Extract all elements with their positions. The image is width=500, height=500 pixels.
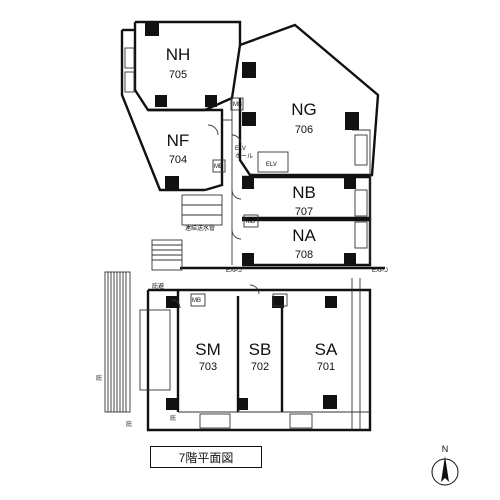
elv-label: ELV <box>266 162 277 168</box>
north-arrow-icon: N <box>431 444 459 486</box>
unit-number-nh: 705 <box>169 69 187 81</box>
windows <box>124 47 368 429</box>
unit-name-nb: NB <box>292 183 316 202</box>
expj-label-1: EXP.J <box>226 268 242 274</box>
unit-number-nf: 704 <box>169 154 187 166</box>
standpipe-label: 連結送水管 <box>185 224 215 232</box>
unit-number-sm: 703 <box>199 361 217 373</box>
mb-label-5: MB <box>275 298 284 304</box>
unit-name-ng: NG <box>291 100 317 119</box>
unit-number-na: 708 <box>295 249 313 261</box>
mb-boxes: MB MB MB MB MB <box>190 97 288 307</box>
unit-name-na: NA <box>292 226 316 245</box>
unit-number-ng: 706 <box>295 124 313 136</box>
unit-name-sm: SM <box>195 340 221 359</box>
floor-label: 7階平面図 <box>150 446 262 468</box>
south-block-walls <box>104 194 372 432</box>
north-block-walls <box>120 20 385 270</box>
elv-hall-label-2: ホール <box>235 153 253 160</box>
elv-hall-label: ELV <box>235 146 246 152</box>
unit-name-nf: NF <box>167 131 190 150</box>
unit-number-sb: 702 <box>251 361 269 373</box>
balcony-label: 庇避 <box>152 282 164 290</box>
unit-number-nb: 707 <box>295 206 313 218</box>
expj-label-2: EXP.J <box>372 268 388 274</box>
mb-label-2: MB <box>214 164 223 170</box>
columns <box>145 22 359 410</box>
north-label: N <box>442 444 449 454</box>
unit-number-sa: 701 <box>317 361 335 373</box>
mb-label-3: MB <box>246 219 255 225</box>
elevator-box <box>257 151 289 173</box>
unit-name-nh: NH <box>166 45 191 64</box>
door-swings <box>171 124 260 309</box>
balcony-bottom-label-2: 庇 <box>126 420 132 428</box>
unit-name-sa: SA <box>315 340 338 359</box>
balcony-left-label: 庇 <box>96 374 102 382</box>
unit-name-sb: SB <box>249 340 272 359</box>
balcony-bottom-label: 庇 <box>170 414 176 422</box>
mb-label-1: MB <box>233 102 242 108</box>
mb-label-4: MB <box>192 298 201 304</box>
